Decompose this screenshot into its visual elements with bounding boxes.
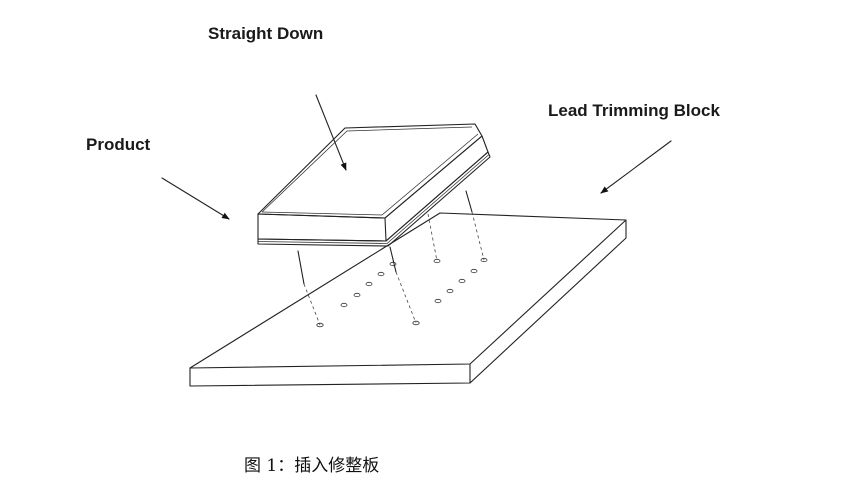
product-package: [257, 123, 491, 247]
block-holes: [316, 257, 488, 328]
block-front-face: [189, 363, 471, 387]
straight-down-arrow: [315, 94, 347, 171]
block-side-face: [469, 219, 627, 384]
straight-down-label: Straight Down: [208, 24, 324, 43]
lead-trimming-block-label: Lead Trimming Block: [548, 101, 720, 120]
product-leads: [297, 190, 485, 326]
product-label: Product: [86, 135, 151, 154]
package-front-face: [257, 213, 387, 242]
package-side-face: [384, 135, 489, 242]
package-flange: [257, 151, 491, 247]
block-top-face: [189, 212, 627, 369]
figure-caption: 图 1：插入修整板: [244, 456, 380, 476]
lead-trimming-block-arrow: [600, 140, 672, 194]
lead-trimming-block: [189, 212, 627, 387]
package-top-face: [257, 123, 483, 219]
product-arrow: [161, 177, 230, 220]
